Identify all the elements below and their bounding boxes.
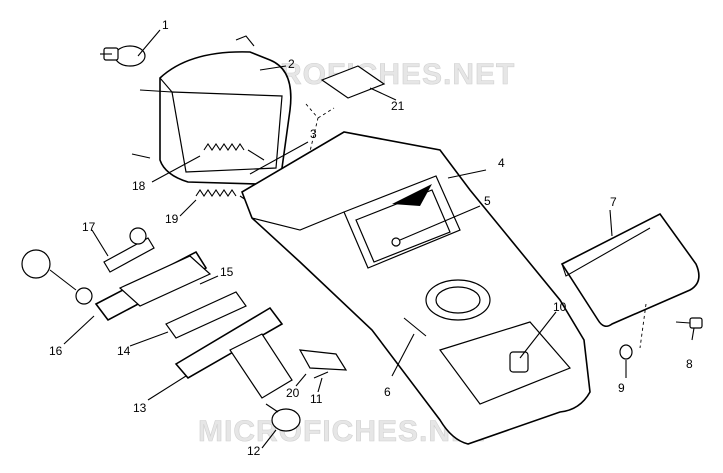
callout-4: 4: [498, 156, 505, 170]
part-pin: [313, 371, 329, 379]
part-plug: [265, 403, 301, 432]
console-window-shading: [392, 184, 432, 206]
part-bulb: [100, 45, 146, 67]
callout-1: 1: [162, 18, 169, 32]
part-cover-plate: [560, 212, 700, 328]
part-spring-upper: [203, 143, 265, 161]
callout-6: 6: [384, 385, 391, 399]
callout-8: 8: [686, 357, 693, 371]
part-console: [241, 131, 591, 445]
part-washer: [619, 344, 633, 360]
part-screw: [675, 317, 703, 329]
part-decal: [320, 65, 386, 99]
callout-15: 15: [220, 265, 234, 279]
callout-10: 10: [553, 300, 567, 314]
callout-16: 16: [49, 344, 63, 358]
part-bolt: [403, 317, 427, 337]
part-connector: [298, 349, 348, 371]
callout-14: 14: [117, 344, 131, 358]
callout-21: 21: [391, 99, 405, 113]
alignment-line: [305, 103, 335, 169]
callout-9: 9: [618, 381, 625, 395]
callout-18: 18: [132, 179, 146, 193]
callout-20: 20: [286, 386, 300, 400]
callout-3: 3: [310, 127, 317, 141]
callout-17: 17: [82, 220, 96, 234]
callout-19: 19: [165, 212, 179, 226]
callout-2: 2: [288, 57, 295, 71]
part-switch: [509, 351, 529, 373]
leader-lines: [63, 29, 695, 449]
part-headlight-housing: [131, 35, 292, 185]
callout-13: 13: [133, 401, 147, 415]
part-5-marker: [391, 237, 401, 247]
washer-alignment: [639, 303, 647, 349]
callout-12: 12: [247, 444, 261, 458]
callout-5: 5: [484, 194, 491, 208]
part-terminal-block: [118, 255, 247, 339]
callout-11: 11: [310, 392, 323, 406]
callout-7: 7: [610, 195, 617, 209]
part-mounting-plate: [174, 306, 293, 399]
